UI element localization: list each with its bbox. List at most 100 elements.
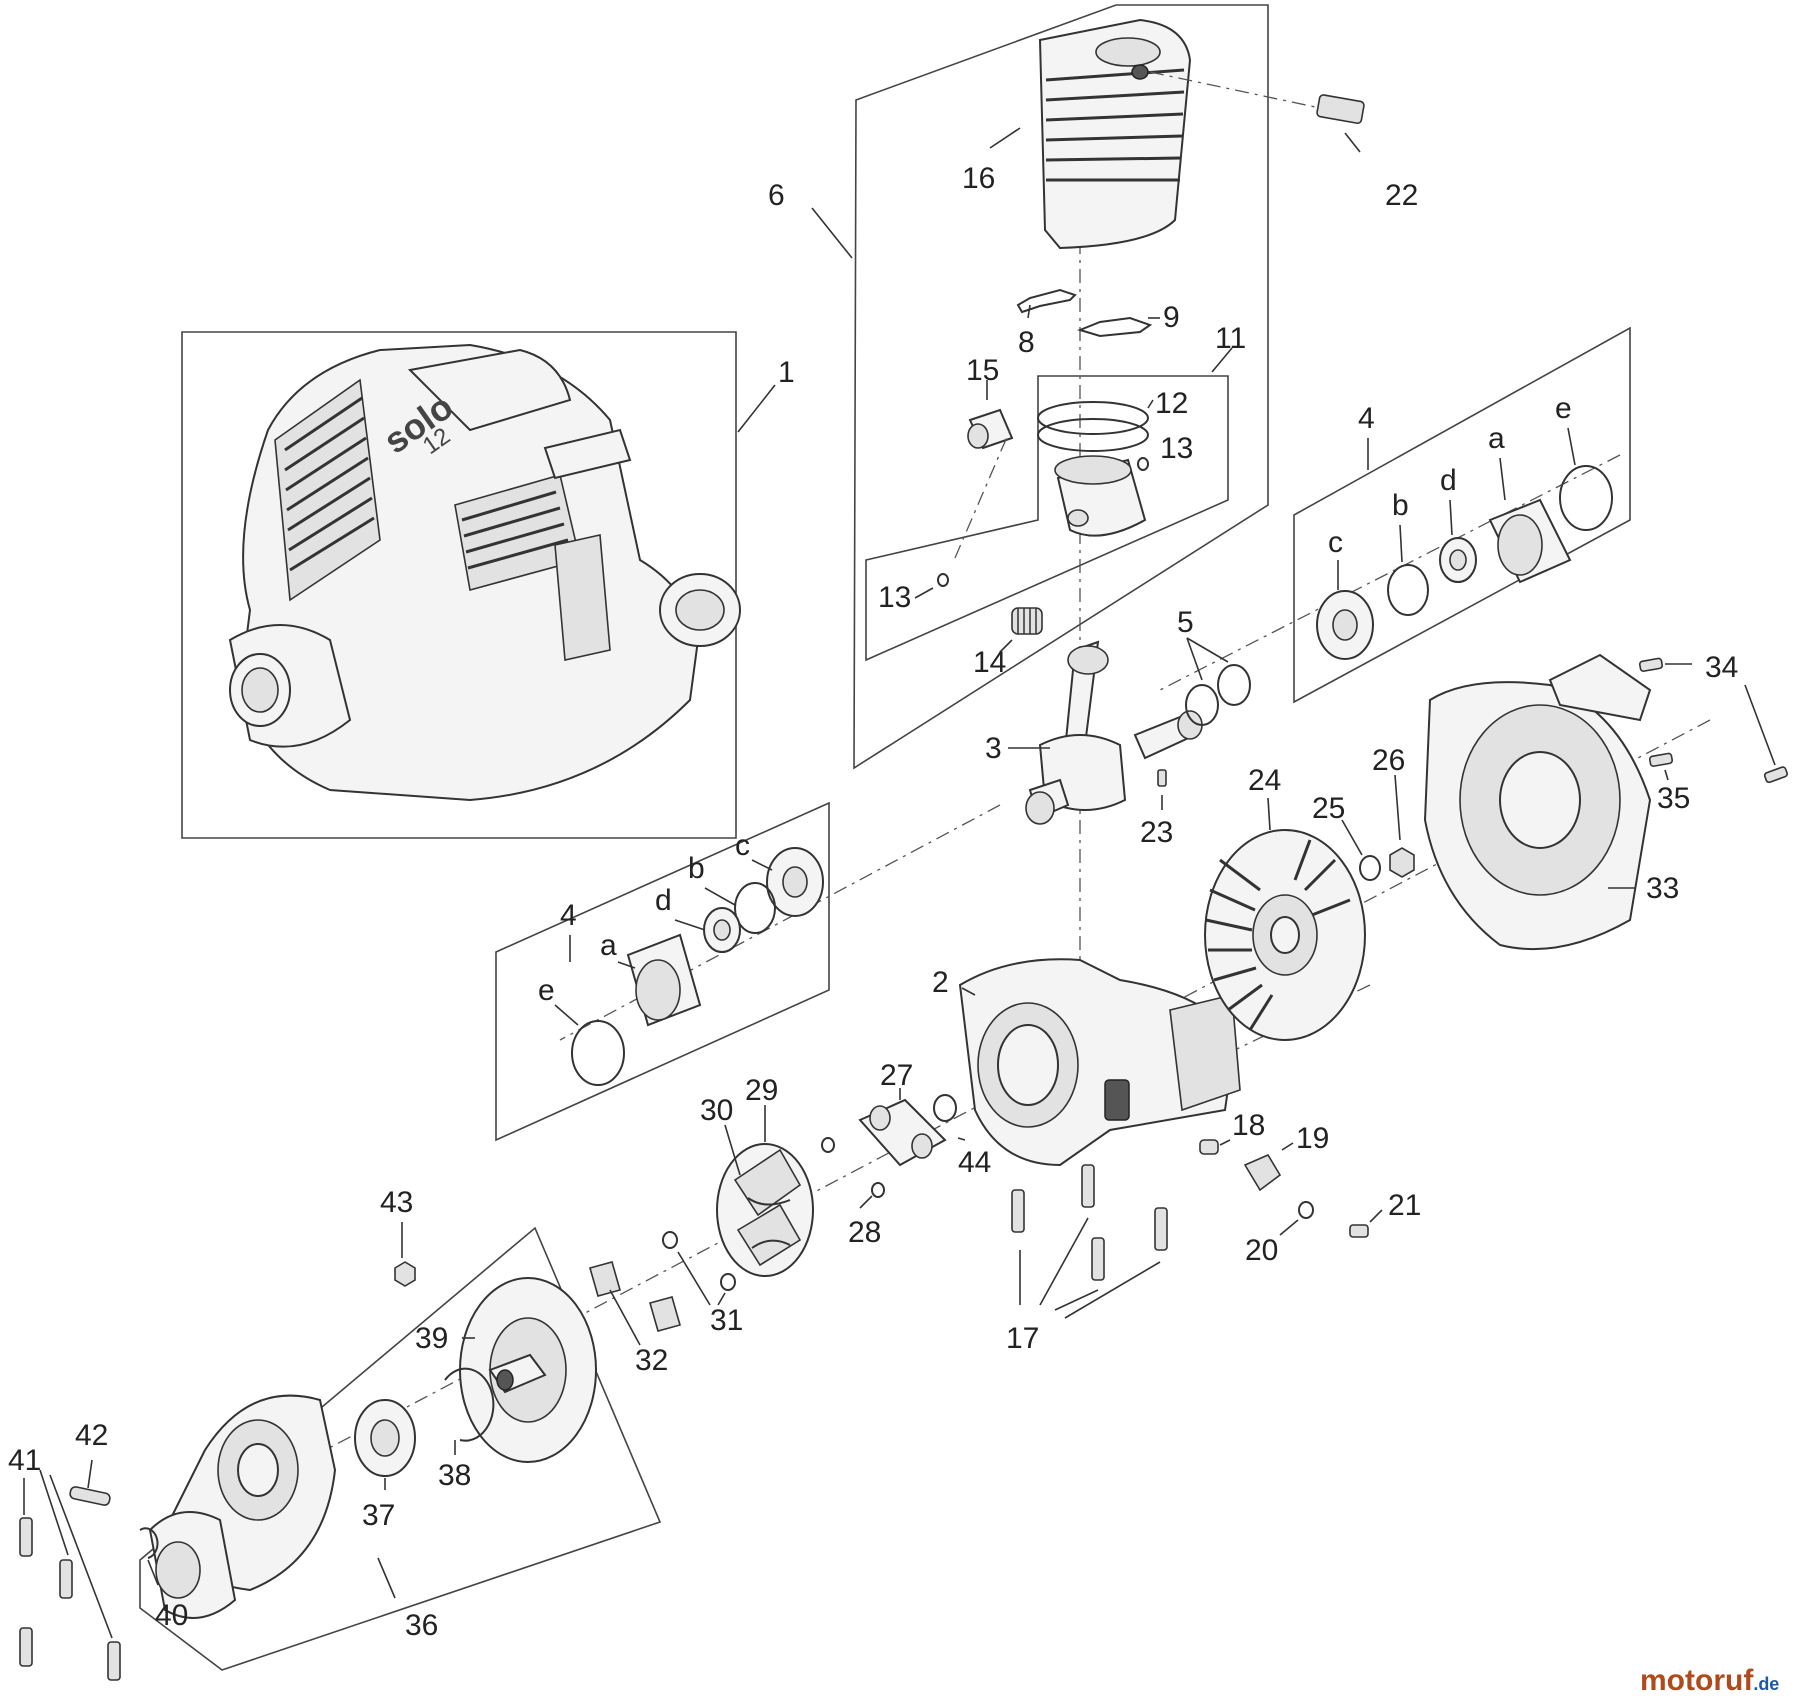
piston-ring-2 xyxy=(1037,418,1149,452)
washer-31a xyxy=(662,1231,678,1249)
washer-31b xyxy=(720,1273,736,1291)
leader-2 xyxy=(961,987,976,996)
leader-c-left xyxy=(751,859,773,871)
woodruff-key xyxy=(1157,769,1167,787)
leader-5a xyxy=(1186,637,1203,681)
recoil-starter xyxy=(1423,653,1652,951)
clutch-carrier-27 xyxy=(858,1098,947,1167)
leader-40 xyxy=(147,1559,159,1586)
leader-a-left xyxy=(617,961,636,969)
leader-11 xyxy=(1211,347,1233,373)
leader-17c xyxy=(1054,1289,1099,1311)
label-2: 2 xyxy=(932,966,949,999)
cylinder xyxy=(1038,18,1192,250)
gasket-8 xyxy=(1016,288,1077,314)
label-25: 25 xyxy=(1312,792,1345,825)
bearing-a-left xyxy=(626,933,702,1027)
circlip-40 xyxy=(139,1527,159,1559)
shoulder-bolts-32 xyxy=(589,1261,681,1332)
label-d-right: d xyxy=(1440,464,1457,497)
leader-32 xyxy=(609,1289,641,1346)
label-c-left: c xyxy=(735,829,750,862)
label-17: 17 xyxy=(1006,1322,1039,1355)
label-40: 40 xyxy=(155,1599,188,1632)
leader-b-left xyxy=(704,887,736,906)
label-31: 31 xyxy=(710,1304,743,1337)
gasket-9 xyxy=(1076,316,1153,338)
watermark: motoruf.de xyxy=(1640,1664,1779,1697)
label-b-left: b xyxy=(688,852,705,885)
leader-16 xyxy=(989,127,1021,149)
label-14: 14 xyxy=(973,646,1006,679)
ring-b-left xyxy=(734,882,776,934)
label-c-right: c xyxy=(1328,526,1343,559)
label-3: 3 xyxy=(985,732,1002,765)
circlip-13-right xyxy=(1137,457,1149,471)
bearing-c-right xyxy=(1316,590,1374,660)
watermark-brand: motoruf xyxy=(1640,1664,1754,1697)
screw-21 xyxy=(1349,1224,1369,1238)
shim-5b xyxy=(1217,664,1251,706)
label-27: 27 xyxy=(880,1059,913,1092)
pin-42 xyxy=(69,1486,111,1506)
leader-21 xyxy=(1369,1209,1383,1223)
leader-d-right xyxy=(1449,499,1453,536)
clutch-housing-group-frame xyxy=(139,1226,662,1671)
bushing-18 xyxy=(1199,1139,1219,1155)
label-18: 18 xyxy=(1232,1109,1265,1142)
cylinder-group-frame xyxy=(853,4,1269,770)
shim-5a xyxy=(1185,684,1219,726)
label-28: 28 xyxy=(848,1216,881,1249)
label-12: 12 xyxy=(1155,387,1188,420)
leader-6 xyxy=(811,207,853,259)
crank-axis-left xyxy=(559,804,1001,1041)
piston-pin xyxy=(967,408,1014,450)
leader-18 xyxy=(1219,1139,1231,1146)
label-8: 8 xyxy=(1018,326,1035,359)
leader-41b xyxy=(39,1469,69,1556)
label-30: 30 xyxy=(700,1094,733,1127)
label-35: 35 xyxy=(1657,782,1690,815)
leader-17d xyxy=(1064,1261,1161,1319)
leader-d-left xyxy=(674,919,706,931)
ring-b-right xyxy=(1387,564,1429,616)
label-a-right: a xyxy=(1488,422,1505,455)
clutch-shoes-29 xyxy=(716,1143,814,1277)
label-44: 44 xyxy=(958,1146,991,1179)
label-41: 41 xyxy=(8,1444,41,1477)
label-15: 15 xyxy=(966,354,999,387)
label-42: 42 xyxy=(75,1419,108,1452)
engine-assembly-frame xyxy=(181,331,737,839)
label-e-right: e xyxy=(1555,392,1572,425)
leader-a-right xyxy=(1499,457,1506,501)
needle-bearing xyxy=(1011,607,1043,635)
label-e-left: e xyxy=(538,974,555,1007)
bearing-group-right-frame xyxy=(1293,326,1631,704)
label-5: 5 xyxy=(1177,606,1194,639)
label-20: 20 xyxy=(1245,1234,1278,1267)
bearing-group-left-frame xyxy=(495,801,830,1142)
washer-28b xyxy=(871,1182,885,1198)
label-38: 38 xyxy=(438,1459,471,1492)
label-d-left: d xyxy=(655,884,672,917)
spark-plug xyxy=(1316,94,1365,124)
oring-e-left xyxy=(571,1020,625,1086)
leader-25 xyxy=(1341,819,1363,856)
washer-20 xyxy=(1298,1201,1314,1219)
leader-36 xyxy=(377,1557,396,1599)
label-22: 22 xyxy=(1385,179,1418,212)
washer-44 xyxy=(933,1094,957,1122)
pin-axis xyxy=(954,429,1011,559)
screws-17 xyxy=(1011,1164,1168,1281)
leader-14 xyxy=(999,639,1013,653)
label-36: 36 xyxy=(405,1609,438,1642)
label-24: 24 xyxy=(1248,764,1281,797)
leader-5b xyxy=(1186,637,1229,663)
leader-20 xyxy=(1279,1219,1299,1236)
bracket-19 xyxy=(1243,1153,1282,1192)
label-4-right: 4 xyxy=(1358,402,1375,435)
bearing-37 xyxy=(354,1399,416,1477)
label-29: 29 xyxy=(745,1074,778,1107)
label-a-left: a xyxy=(600,929,617,962)
nut-43 xyxy=(394,1261,416,1287)
